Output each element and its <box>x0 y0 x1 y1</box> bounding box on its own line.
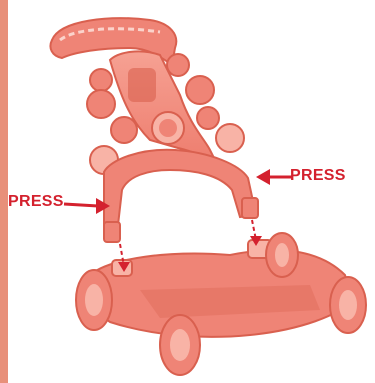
fork-legs <box>104 150 258 242</box>
press-label-right: PRESS <box>290 167 346 185</box>
walker-base <box>90 240 352 337</box>
press-label-left: PRESS <box>8 193 64 211</box>
arrow-left-icon <box>256 169 292 185</box>
